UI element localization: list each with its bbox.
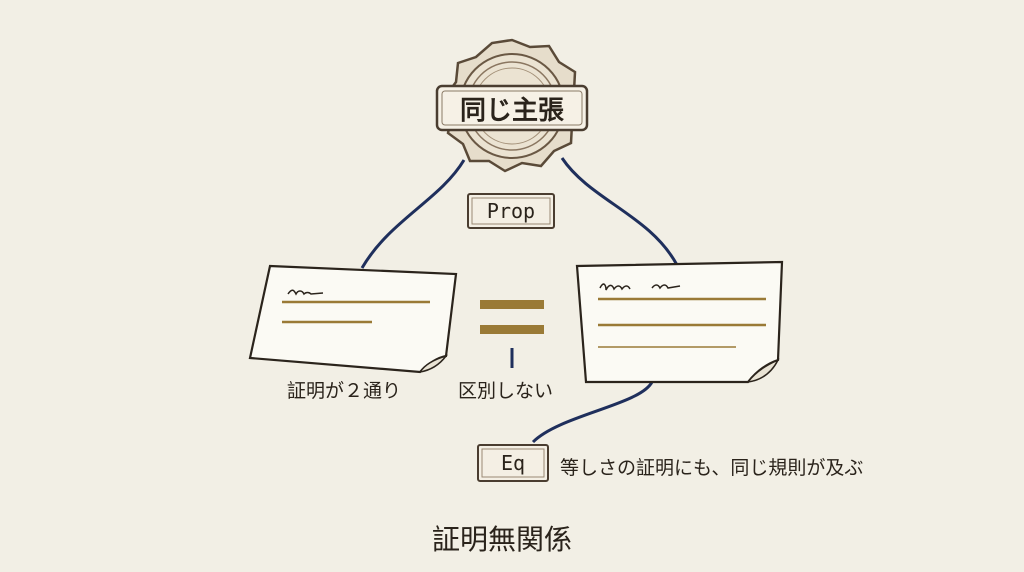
equals-sign-icon: [480, 300, 544, 334]
eq-note-label: 等しさの証明にも、同じ規則が及ぶ: [560, 457, 864, 479]
eq-tag-frame: [477, 444, 549, 482]
wax-seal: [435, 38, 589, 173]
two-proofs-label: 証明が２通り: [287, 380, 402, 402]
prop-tag: Prop: [486, 199, 536, 223]
proof-paper-left: [248, 264, 458, 374]
connector-left: [360, 159, 466, 269]
signature-scribble-right: [599, 283, 681, 291]
seal-label: 同じ主張: [459, 95, 564, 126]
connector-eq: [531, 381, 654, 444]
eq-tag: Eq: [500, 451, 526, 475]
diagram-title: 証明無関係: [432, 523, 573, 556]
no-distinction-label: 区別しない: [458, 380, 554, 402]
proof-paper-right: [575, 260, 784, 384]
signature-scribble-left: [287, 289, 324, 296]
prop-tag-frame: [467, 193, 555, 229]
connector-right: [560, 157, 679, 266]
